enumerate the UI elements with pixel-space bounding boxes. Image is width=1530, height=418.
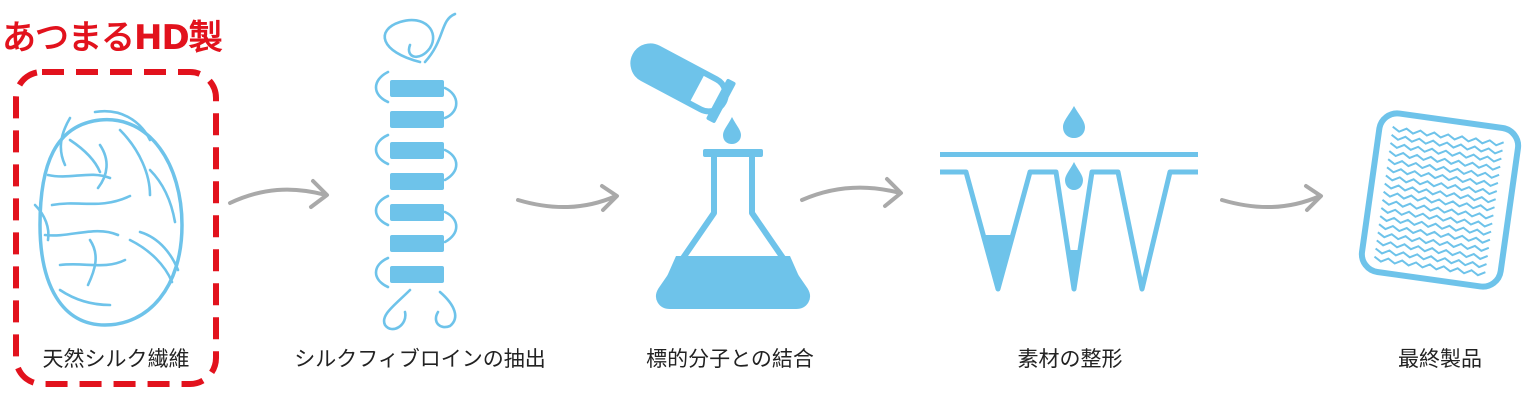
step-label-2: シルクフィブロインの抽出	[294, 347, 546, 371]
fibroin-chain-icon	[374, 12, 458, 331]
highlight-frame	[13, 69, 219, 387]
arrow-4	[1220, 184, 1323, 212]
step-label-3: 標的分子との結合	[646, 347, 814, 371]
arrow-3	[800, 177, 903, 208]
step-label-1: 天然シルク繊維	[42, 347, 190, 371]
mold-icon	[940, 106, 1198, 292]
pad-texture	[1373, 125, 1505, 277]
arrow-1	[228, 179, 329, 209]
arrow-2	[516, 184, 619, 212]
flask-icon	[630, 43, 810, 309]
step-label-5: 最終製品	[1398, 347, 1482, 371]
brand-label: あつまるHD製	[2, 18, 223, 58]
silk-cocoon-icon	[33, 109, 184, 327]
product-pad-icon	[1358, 110, 1522, 290]
step-label-4: 素材の整形	[1017, 347, 1123, 371]
